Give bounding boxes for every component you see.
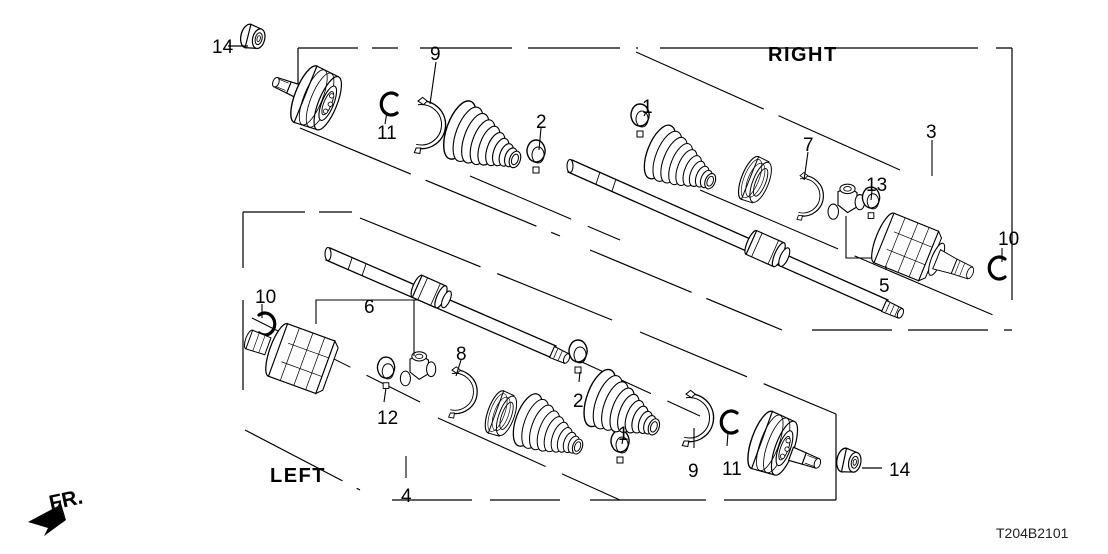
spider-right bbox=[827, 183, 866, 220]
callout-13-top: 13 bbox=[866, 175, 888, 196]
part-11-circlip-top bbox=[379, 91, 399, 117]
group-boundary-left bbox=[242, 211, 837, 501]
tripod-housing-left bbox=[243, 320, 341, 396]
inboard-boot-right bbox=[637, 120, 730, 203]
callout-10-top: 10 bbox=[998, 229, 1020, 250]
callout-2-bottom: 2 bbox=[573, 391, 584, 412]
callout-12-left: 12 bbox=[377, 408, 399, 429]
driveshaft-right bbox=[566, 158, 905, 319]
callout-1-top: 1 bbox=[642, 97, 653, 118]
part-14-nut-top bbox=[237, 22, 269, 53]
fr-direction-arrow bbox=[28, 500, 66, 536]
group-label-right: RIGHT bbox=[768, 44, 838, 66]
diagram-id-code: T204B2101 bbox=[996, 525, 1069, 541]
callout-4-left: 4 bbox=[401, 486, 412, 507]
boot-right bbox=[436, 95, 535, 183]
part-7-band bbox=[796, 172, 824, 221]
tripod-housing-right bbox=[866, 209, 975, 284]
callout-9-top: 9 bbox=[430, 44, 441, 65]
group-boundary-right bbox=[297, 47, 1013, 331]
part-2-clamp-top bbox=[526, 139, 546, 174]
callout-8-left: 8 bbox=[456, 344, 467, 365]
part-2-clamp-bottom bbox=[568, 339, 588, 374]
part-11-circlip-bottom bbox=[719, 409, 739, 435]
callout-5-top: 5 bbox=[879, 276, 890, 297]
outboard-joint-right bbox=[272, 61, 349, 136]
callout-1-bottom: 1 bbox=[618, 424, 629, 445]
callout-7-top: 7 bbox=[803, 135, 814, 156]
callout-11-top: 11 bbox=[377, 123, 397, 144]
callout-14-top: 14 bbox=[212, 37, 234, 58]
callout-3-top: 3 bbox=[926, 122, 937, 143]
boot-seal-right bbox=[733, 153, 778, 208]
callout-10-left: 10 bbox=[255, 287, 277, 308]
spider-left bbox=[399, 351, 437, 387]
part-12-stopring bbox=[376, 356, 396, 390]
callout-6-left: 6 bbox=[364, 297, 375, 318]
outboard-joint-left bbox=[741, 407, 822, 481]
callout-14-bottom: 14 bbox=[889, 460, 911, 481]
part-10-setring-left bbox=[257, 311, 277, 337]
callout-9-bottom: 9 bbox=[688, 461, 699, 482]
group-label-left: LEFT bbox=[270, 465, 326, 487]
part-9-band-bottom bbox=[681, 389, 715, 448]
part-10-setring-right bbox=[987, 255, 1007, 281]
driveshaft-left bbox=[324, 246, 571, 364]
part-8-band bbox=[448, 366, 478, 419]
group-separator-right bbox=[469, 51, 1001, 319]
part-14-nut-bottom bbox=[834, 446, 864, 476]
part-9-band-top bbox=[413, 96, 447, 155]
callout-11-bottom: 11 bbox=[722, 459, 742, 480]
callout-2-top: 2 bbox=[536, 112, 547, 133]
